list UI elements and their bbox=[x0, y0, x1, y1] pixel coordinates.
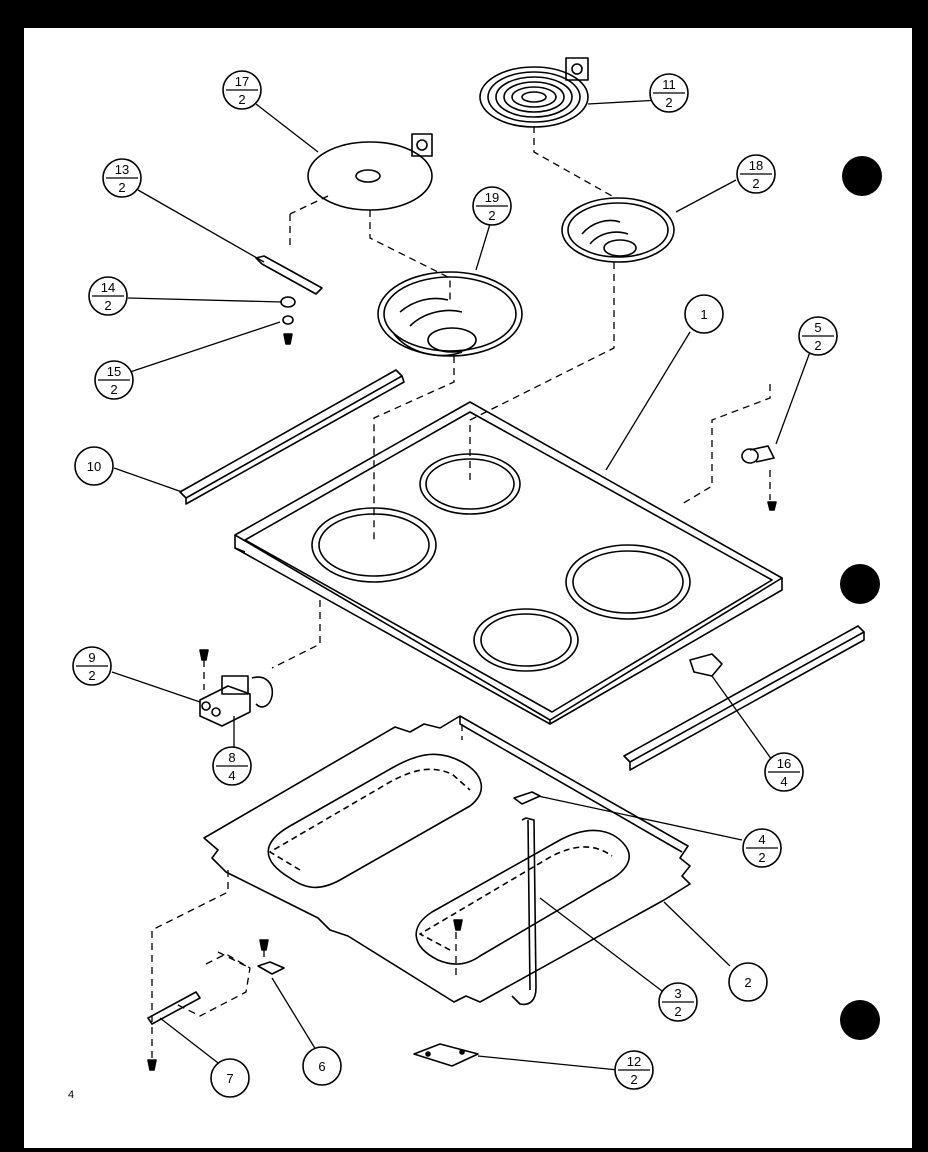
callout-4: 4 2 bbox=[742, 828, 782, 868]
callout-8-bottom: 4 bbox=[228, 768, 235, 783]
callout-15-bottom: 2 bbox=[110, 382, 117, 397]
cooktop-main-top bbox=[234, 401, 783, 725]
callout-16-bottom: 4 bbox=[780, 774, 787, 789]
screw-on-box bbox=[453, 919, 463, 931]
callout-10: 10 bbox=[74, 446, 114, 486]
callout-14-bottom: 2 bbox=[104, 298, 111, 313]
callout-13: 13 2 bbox=[102, 158, 142, 198]
callout-3: 3 2 bbox=[658, 982, 698, 1022]
callout-3-top: 3 bbox=[674, 986, 681, 1001]
callout-19-top: 19 bbox=[485, 190, 499, 205]
callout-5-bottom: 2 bbox=[814, 338, 821, 353]
callout-9-bottom: 2 bbox=[88, 668, 95, 683]
rod-part-3 bbox=[511, 817, 537, 1006]
callout-9: 9 2 bbox=[72, 646, 112, 686]
binder-hole-top bbox=[842, 156, 882, 196]
page-number: 4 bbox=[68, 1089, 74, 1101]
callout-11-bottom: 2 bbox=[665, 95, 672, 110]
callout-4-top: 4 bbox=[758, 832, 765, 847]
terminal-block bbox=[199, 649, 274, 727]
paper-sheet bbox=[24, 28, 912, 1148]
callout-13-bottom: 2 bbox=[118, 180, 125, 195]
callout-16: 16 4 bbox=[764, 752, 804, 792]
switch-knob-part-5 bbox=[741, 445, 777, 511]
callout-18: 18 2 bbox=[736, 154, 776, 194]
callout-17-top: 17 bbox=[235, 74, 249, 89]
callout-7: 7 bbox=[210, 1058, 250, 1098]
callout-15-top: 15 bbox=[107, 364, 121, 379]
callout-17: 17 2 bbox=[222, 70, 262, 110]
bracket-part-7 bbox=[147, 991, 201, 1071]
callout-8-top: 8 bbox=[228, 750, 235, 765]
callout-19-bottom: 2 bbox=[488, 208, 495, 223]
callout-6-label: 6 bbox=[318, 1059, 325, 1074]
callout-17-bottom: 2 bbox=[238, 92, 245, 107]
leader-lines bbox=[111, 99, 811, 1071]
assembly-guide-lines bbox=[151, 126, 771, 1060]
binder-hole-bottom bbox=[840, 1000, 880, 1040]
callout-5-top: 5 bbox=[814, 320, 821, 335]
trim-strip-right bbox=[623, 625, 865, 771]
bracket-part-13 bbox=[255, 255, 323, 295]
callout-11-top: 11 bbox=[662, 77, 676, 92]
callout-2: 2 bbox=[728, 962, 768, 1002]
callout-13-top: 13 bbox=[115, 162, 129, 177]
reflector-bowl-large bbox=[377, 271, 523, 357]
callout-12-bottom: 2 bbox=[630, 1072, 637, 1087]
surface-element-coil bbox=[479, 57, 589, 128]
callout-4-bottom: 2 bbox=[758, 850, 765, 865]
callout-19: 19 2 bbox=[472, 186, 512, 226]
callout-15: 15 2 bbox=[94, 360, 134, 400]
callout-14: 14 2 bbox=[88, 276, 128, 316]
callout-6: 6 bbox=[302, 1046, 342, 1086]
callout-1-label: 1 bbox=[700, 307, 707, 322]
callout-8: 8 4 bbox=[212, 746, 252, 786]
reflector-bowl-small bbox=[561, 197, 675, 263]
callout-14-top: 14 bbox=[101, 280, 115, 295]
plate-part-12 bbox=[413, 1043, 479, 1067]
clip-part-16 bbox=[689, 653, 723, 677]
callout-2-label: 2 bbox=[744, 975, 751, 990]
callout-3-bottom: 2 bbox=[674, 1004, 681, 1019]
callout-12-top: 12 bbox=[627, 1054, 641, 1069]
callout-18-top: 18 bbox=[749, 158, 763, 173]
trim-strip-left bbox=[179, 369, 405, 505]
callout-1: 1 bbox=[684, 294, 724, 334]
callout-11: 11 2 bbox=[649, 73, 689, 113]
callout-5: 5 2 bbox=[798, 316, 838, 356]
callout-16-top: 16 bbox=[777, 756, 791, 771]
callout-7-label: 7 bbox=[226, 1071, 233, 1086]
burner-box bbox=[203, 715, 691, 1003]
hardware-parts-14-15 bbox=[280, 296, 296, 345]
clip-part-6 bbox=[257, 939, 285, 975]
binder-hole-middle bbox=[840, 564, 880, 604]
callout-9-top: 9 bbox=[88, 650, 95, 665]
callout-18-bottom: 2 bbox=[752, 176, 759, 191]
callout-10-label: 10 bbox=[87, 459, 101, 474]
callout-12: 12 2 bbox=[614, 1050, 654, 1090]
